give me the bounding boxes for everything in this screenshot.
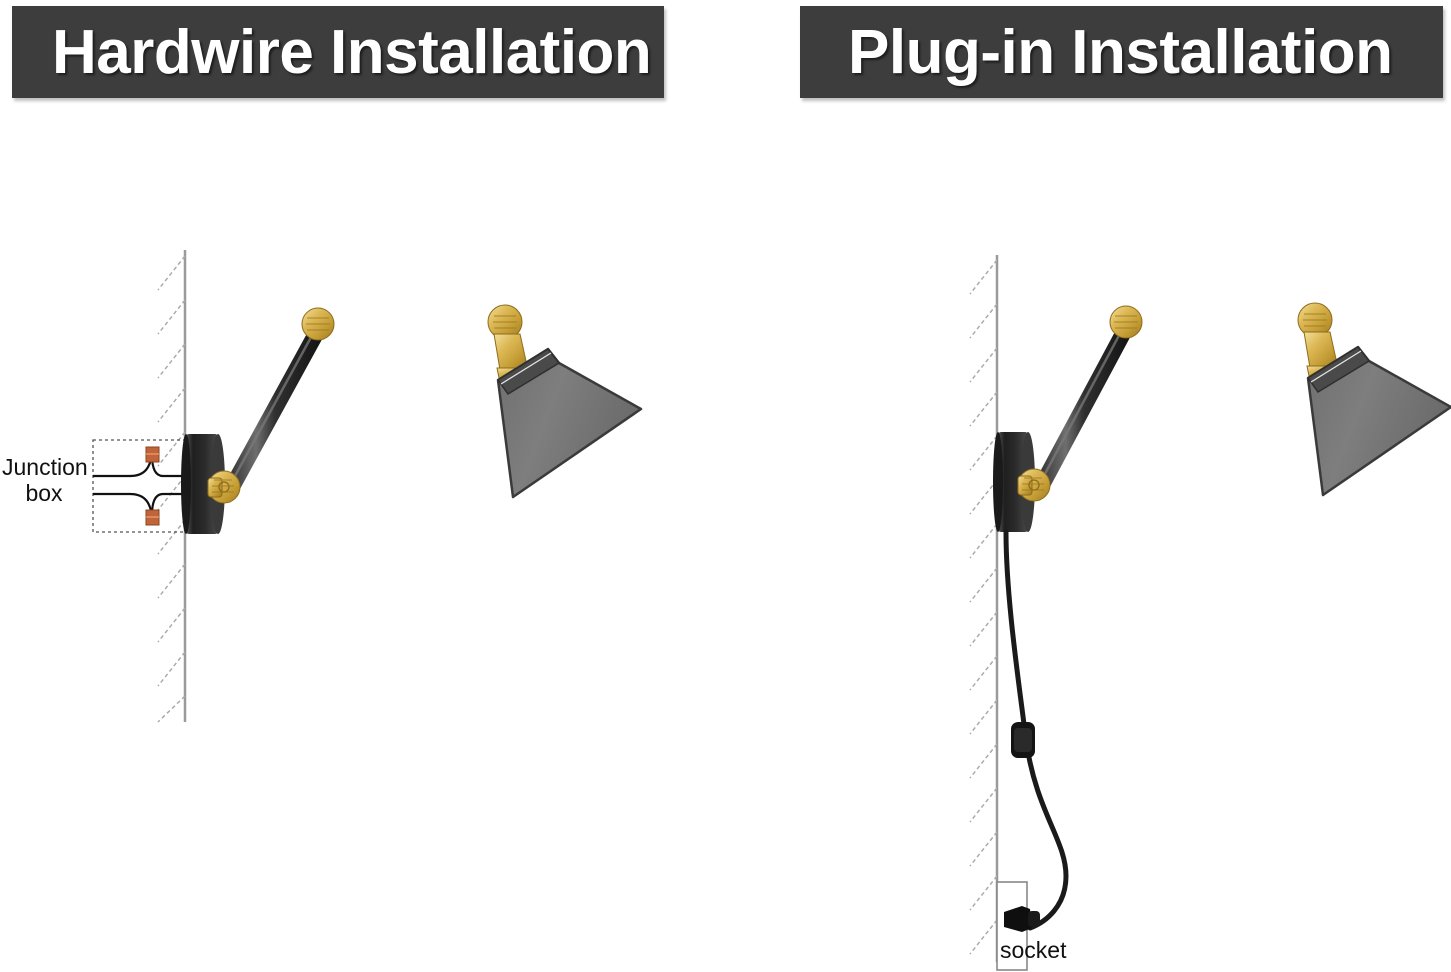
inline-switch[interactable] (1011, 722, 1035, 758)
head-brass-joint-hardwire (487, 304, 535, 379)
wall-mount-plate-hardwire (181, 434, 225, 534)
wire-nut-top (145, 446, 160, 463)
lamp-shade-hardwire (496, 347, 643, 499)
banner-plugin: Plug-in Installation (800, 6, 1443, 98)
lamp-shade-plugin (1306, 345, 1451, 497)
lower-brass-joint-hardwire (207, 470, 241, 504)
banner-hardwire-label: Hardwire Installation (52, 17, 652, 87)
head-brass-joint-plugin (1297, 302, 1345, 377)
banner-plugin-label: Plug-in Installation (848, 17, 1393, 87)
wall-hardwire (157, 250, 187, 723)
plug[interactable] (1004, 906, 1040, 932)
socket-label: socket (1000, 937, 1067, 963)
lower-arm-hardwire (224, 322, 326, 495)
hardwire-diagram (92, 250, 643, 723)
junction-box-outline (92, 439, 186, 533)
wall-plugin (969, 255, 999, 962)
plugin-diagram (969, 255, 1451, 971)
power-cord (1003, 529, 1069, 931)
elbow-brass-joint-plugin (1109, 305, 1143, 339)
junction-box-wires (93, 454, 185, 516)
wall-mount-plate-plugin (993, 432, 1035, 532)
junction-box-label: Junction box (2, 454, 88, 506)
elbow-brass-joint-hardwire (301, 307, 335, 341)
banner-hardwire: Hardwire Installation (12, 6, 664, 98)
lower-brass-joint-plugin (1017, 468, 1051, 502)
wire-nut-bottom (145, 509, 160, 526)
lower-arm-plugin (1034, 320, 1134, 493)
